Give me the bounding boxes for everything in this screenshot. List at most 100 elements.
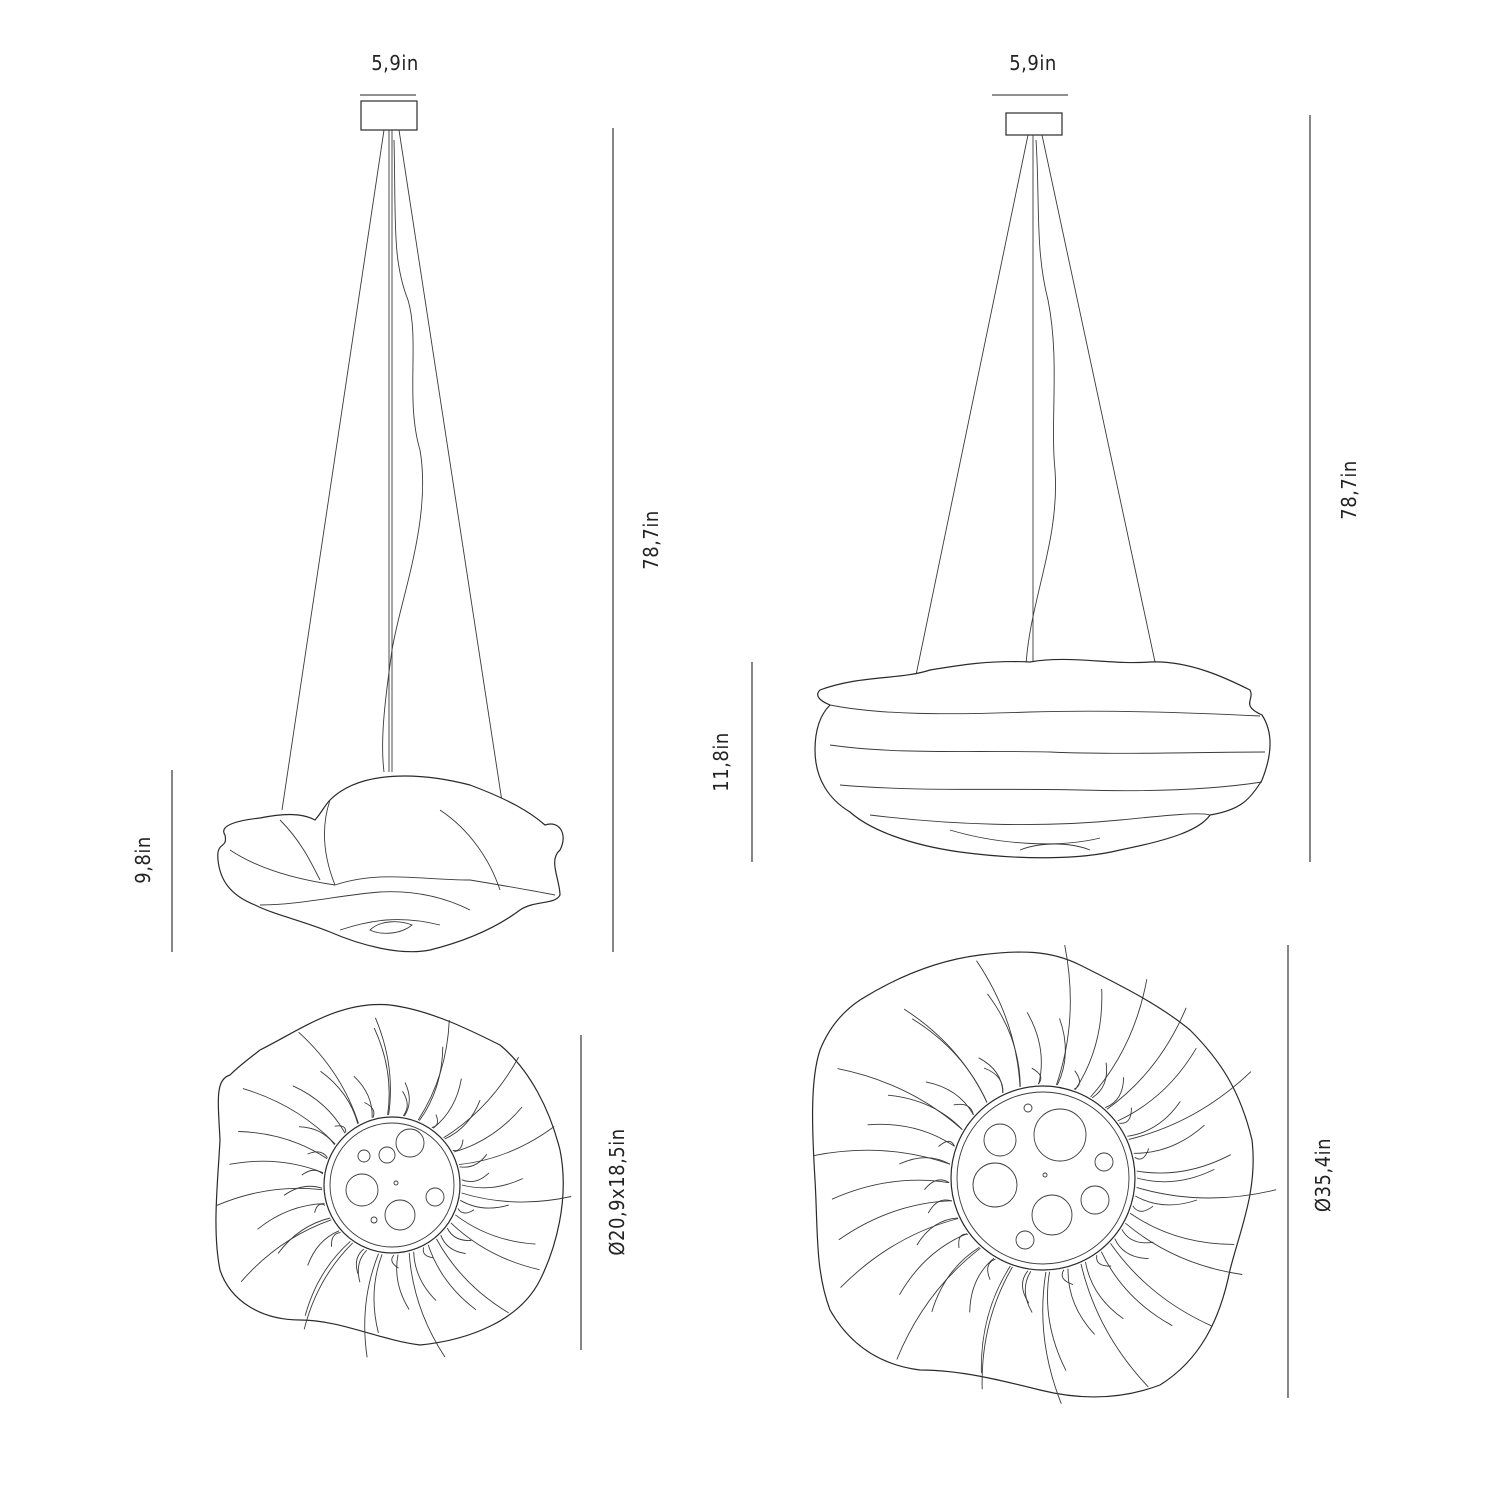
right-shade-height-label: 11,8in (709, 732, 733, 791)
wrinkle-line (364, 1253, 379, 1358)
left-suspension-cable (281, 129, 385, 811)
wrinkle-line (916, 1217, 958, 1246)
hole (1031, 1194, 1073, 1236)
right-radial-wrinkles (813, 945, 1277, 1404)
wrinkle-line (257, 1203, 325, 1230)
wrinkle-line (1110, 1243, 1213, 1327)
wrinkle-line (1106, 1007, 1187, 1110)
wrinkle-line (987, 993, 1021, 1087)
wrinkle-line (314, 1203, 326, 1213)
left-suspension-cable (914, 134, 1029, 681)
wrinkle-line (320, 1070, 359, 1125)
left-diffuser-disc (323, 1116, 461, 1254)
right-canopy-width-label: 5,9in (1009, 51, 1057, 75)
wrinkle-line (1136, 1168, 1215, 1183)
wrinkle-line (1135, 1195, 1198, 1206)
wrinkle-line (277, 1217, 331, 1254)
wrinkle-line (357, 1249, 368, 1283)
wrinkle-line (229, 1160, 324, 1174)
wrinkle-line (1091, 1062, 1108, 1099)
wrinkle-line (1114, 1238, 1149, 1260)
wrinkle-line (1134, 1148, 1150, 1160)
shade-folds (829, 704, 1266, 851)
wrinkle-line (403, 1082, 410, 1117)
wrinkle-line (1136, 1154, 1231, 1174)
wrinkle-line (1047, 1271, 1067, 1371)
hole (1015, 1230, 1035, 1250)
wrinkle-line (1056, 1018, 1066, 1086)
wrinkle-line (444, 1099, 481, 1140)
wrinkle-line (238, 1131, 328, 1160)
wrinkle-line (1061, 1269, 1074, 1286)
wrinkle-line (240, 1219, 332, 1283)
wrinkle-line (452, 1139, 464, 1152)
power-cord (382, 139, 424, 773)
right-suspension-cable (398, 129, 504, 809)
wrinkle-line (987, 1258, 996, 1280)
wrinkle-line (1026, 1012, 1042, 1085)
wrinkle-line (1090, 979, 1148, 1098)
wrinkle-line (1096, 1255, 1112, 1267)
wrinkle-line (1042, 1271, 1062, 1404)
wrinkle-line (446, 1227, 472, 1241)
wrinkle-line (215, 1187, 323, 1207)
wrinkle-line (353, 1075, 373, 1118)
wrinkle-line (1100, 1251, 1173, 1327)
hole (1023, 1103, 1033, 1113)
wrinkle-line (419, 1046, 444, 1121)
wrinkle-line (1024, 1270, 1033, 1313)
wrinkle-line (298, 1126, 335, 1146)
power-cord (1025, 139, 1057, 666)
wrinkle-line (1105, 1077, 1125, 1109)
left-shade (217, 775, 564, 953)
wrinkle-line (364, 1102, 375, 1118)
wrinkle-line (1132, 1205, 1154, 1212)
hole (1033, 1108, 1087, 1162)
wrinkle-line (436, 1238, 509, 1314)
wrinkle-line (301, 1169, 324, 1176)
wrinkle-line (1127, 1101, 1181, 1137)
right-diameter-label: Ø35,4in (1311, 1138, 1335, 1212)
left-lamp-side-view: 5,9in 78,7in 9,8in (131, 51, 663, 953)
wrinkle-line (1136, 1186, 1277, 1199)
wrinkle-line (899, 1233, 968, 1296)
wrinkle-line (303, 1242, 354, 1330)
wrinkle-line (981, 1266, 1013, 1390)
wrinkle-line (1022, 1270, 1030, 1304)
wrinkle-line (976, 960, 1021, 1087)
wrinkle-line (402, 1090, 408, 1117)
wrinkle-line (1125, 1222, 1243, 1275)
right-diffuser-ring (956, 1091, 1130, 1265)
wrinkle-line (1129, 1212, 1235, 1245)
wrinkle-line (307, 1151, 328, 1158)
left-shade-height-label: 9,8in (131, 836, 155, 884)
wrinkle-line (1117, 1047, 1197, 1122)
wrinkle-line (925, 1081, 974, 1116)
wrinkle-line (242, 1088, 336, 1145)
wrinkle-line (440, 1235, 466, 1255)
wrinkle-line (1067, 1268, 1095, 1335)
wrinkle-line (413, 1251, 437, 1301)
wrinkle-line (1074, 988, 1103, 1090)
hole (393, 1180, 399, 1186)
wrinkle-line (453, 1106, 523, 1153)
hole (972, 1162, 1018, 1208)
wrinkle-line (903, 1008, 988, 1103)
wrinkle-line (837, 1068, 963, 1131)
wrinkle-line (980, 1265, 1011, 1374)
left-total-height-label: 78,7in (639, 510, 663, 569)
wrinkle-line (938, 1140, 955, 1147)
hole (1080, 1185, 1110, 1215)
wrinkle-line (1133, 1124, 1205, 1154)
wrinkle-line (813, 1149, 951, 1165)
hole (1094, 1152, 1114, 1172)
right-total-height-label: 78,7in (1337, 460, 1361, 519)
wrinkle-line (374, 1017, 391, 1116)
wrinkle-line (1119, 1107, 1132, 1124)
left-diffuser-holes (345, 1128, 445, 1231)
wrinkle-line (896, 1247, 981, 1360)
hole (357, 1149, 371, 1163)
wrinkle-line (459, 1154, 488, 1168)
right-suspension-cable (1041, 134, 1156, 663)
wrinkle-line (307, 1230, 340, 1266)
